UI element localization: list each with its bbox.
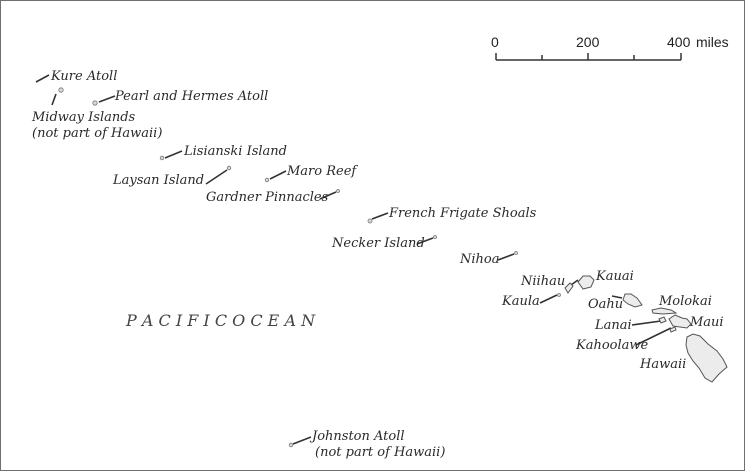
label-johnston-note: (not part of Hawaii) bbox=[315, 445, 446, 460]
label-kahoolawe: Kahoolawe bbox=[576, 338, 649, 353]
island-necker bbox=[433, 235, 437, 239]
label-midway-note: (not part of Hawaii) bbox=[32, 126, 163, 141]
island-oahu bbox=[622, 293, 643, 308]
label-gardner-pinnacles: Gardner Pinnacles bbox=[206, 190, 329, 205]
island-maui bbox=[668, 314, 692, 329]
leader-lines bbox=[35, 74, 672, 445]
label-pearl-hermes-atoll: Pearl and Hermes Atoll bbox=[115, 89, 269, 104]
island-french-frigate bbox=[367, 218, 373, 224]
label-kure-atoll: Kure Atoll bbox=[51, 69, 118, 84]
label-johnston-atoll: Johnston Atoll bbox=[312, 429, 405, 444]
ocean-label: P A C I F I C O C E A N bbox=[126, 311, 316, 330]
label-lisianski-island: Lisianski Island bbox=[184, 144, 287, 159]
label-nihoa: Nihoa bbox=[460, 252, 500, 267]
island-lanai bbox=[658, 316, 667, 324]
scale-tick-400: 400 bbox=[667, 34, 691, 50]
scale-tick-200: 200 bbox=[576, 34, 600, 50]
scale-bar bbox=[495, 53, 682, 61]
main-islands bbox=[564, 275, 728, 383]
island-kauai bbox=[577, 275, 595, 290]
island-johnston bbox=[288, 442, 294, 448]
label-hawaii: Hawaii bbox=[640, 357, 687, 372]
label-niihau: Niihau bbox=[521, 274, 566, 289]
label-kauai: Kauai bbox=[596, 269, 634, 284]
island-niihau bbox=[564, 282, 574, 294]
label-molokai: Molokai bbox=[659, 294, 712, 309]
island-maro bbox=[264, 177, 270, 183]
label-maro-reef: Maro Reef bbox=[287, 164, 357, 179]
label-necker-island: Necker Island bbox=[332, 236, 425, 251]
scale-tick-0: 0 bbox=[491, 34, 499, 50]
scale-unit: miles bbox=[696, 34, 729, 50]
island-molokai bbox=[651, 307, 678, 315]
label-maui: Maui bbox=[690, 315, 724, 330]
label-kaula: Kaula bbox=[502, 294, 540, 309]
island-kaula bbox=[557, 293, 561, 297]
island-hawaii bbox=[685, 333, 728, 383]
island-gardner bbox=[336, 189, 340, 193]
island-pearl-hermes bbox=[92, 100, 98, 106]
label-laysan-island: Laysan Island bbox=[113, 173, 205, 188]
label-oahu: Oahu bbox=[588, 297, 624, 312]
island-kahoolawe bbox=[669, 326, 677, 333]
island-lisianski bbox=[159, 155, 165, 161]
island-laysan bbox=[226, 165, 232, 171]
label-french-frigate-shoals: French Frigate Shoals bbox=[389, 206, 537, 221]
island-nihoa bbox=[514, 251, 518, 255]
label-lanai: Lanai bbox=[595, 318, 632, 333]
northwestern-islands bbox=[58, 87, 561, 448]
label-midway-islands: Midway Islands bbox=[32, 110, 136, 125]
island-kure bbox=[58, 87, 64, 93]
